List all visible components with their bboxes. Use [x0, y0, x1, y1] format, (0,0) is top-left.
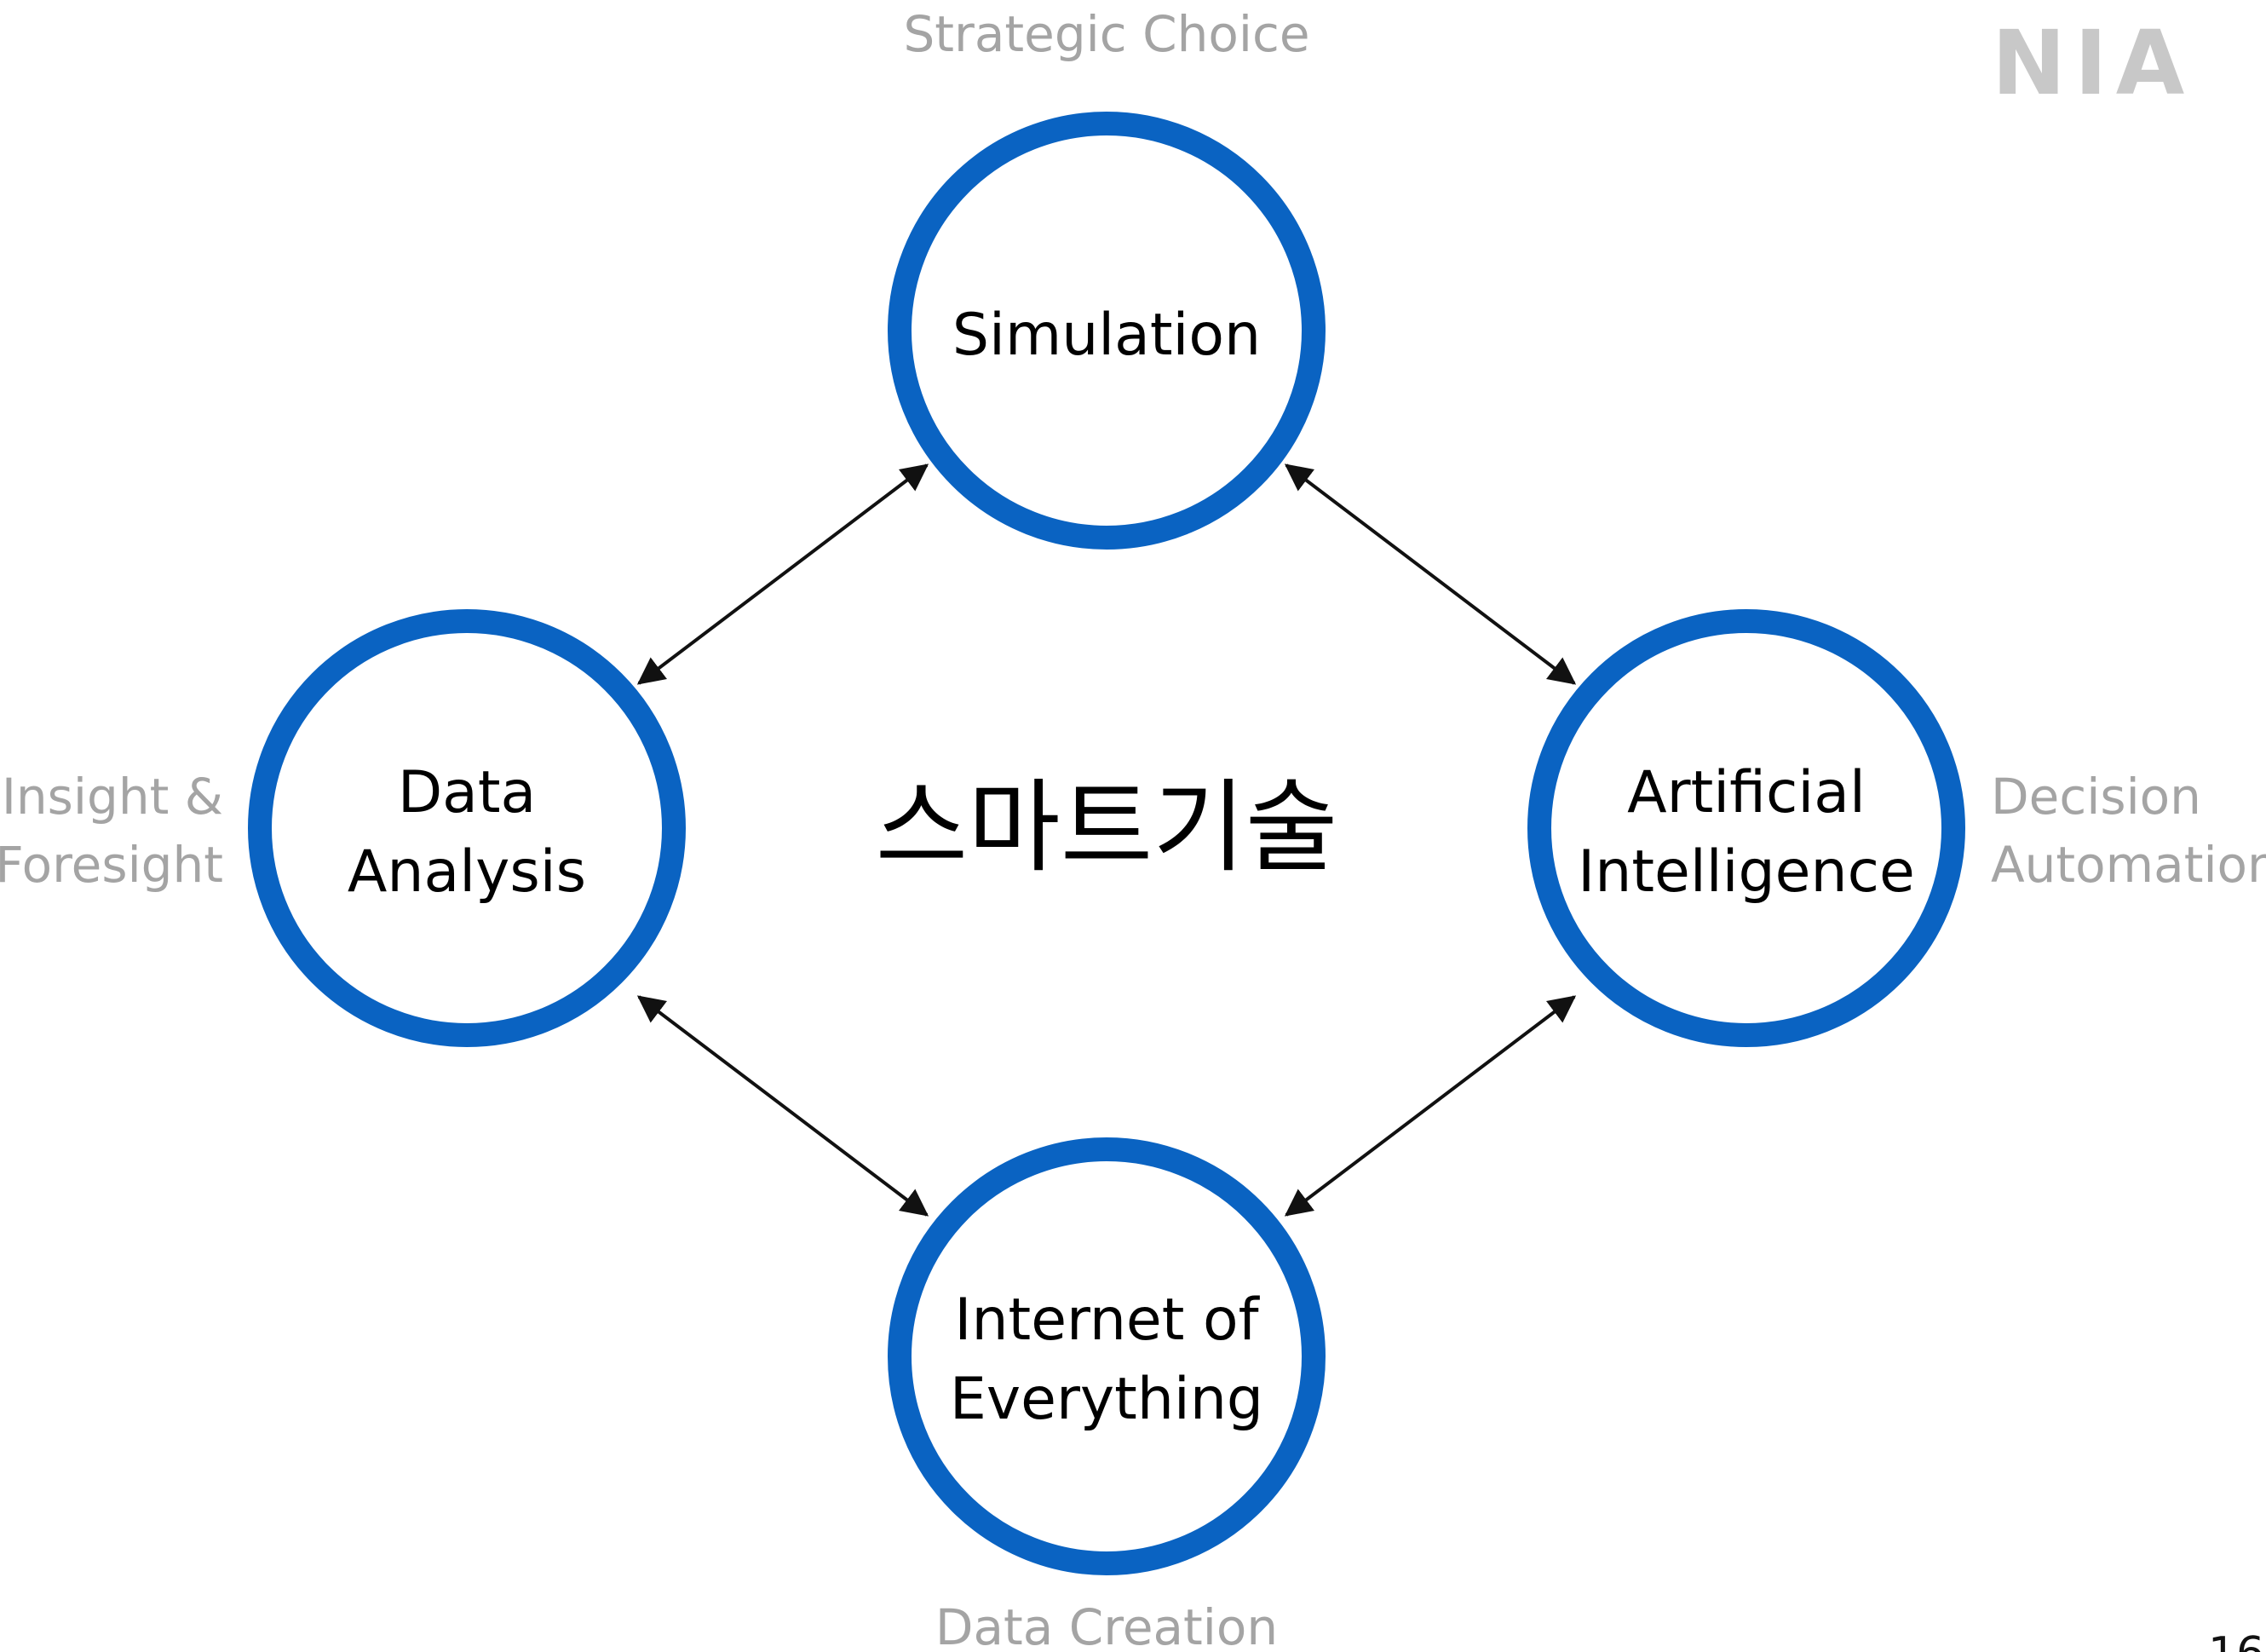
outcome-label-data-creation: Data Creation: [935, 1598, 1278, 1652]
node-ring-artificial-intelligence: [1527, 609, 1965, 1047]
node-label-artificial-intelligence-line1: Artificial: [1627, 759, 1866, 826]
node-label-internet-of-everything-line2: Everything: [950, 1366, 1263, 1433]
outcome-label-strategic-choice: Strategic Choice: [903, 5, 1309, 63]
node-label-simulation: Simulation: [952, 302, 1261, 369]
connector-data-analysis-internet-of-everything: [636, 995, 929, 1217]
page-number: 16: [2208, 1628, 2264, 1652]
node-label-data-analysis-line1: Data: [398, 759, 536, 826]
nia-logo: NIA: [1992, 11, 2193, 115]
node-artificial-intelligence: Artificial Intelligence: [1527, 609, 1965, 1047]
node-simulation: Simulation: [888, 112, 1326, 550]
node-ring-internet-of-everything: [888, 1137, 1326, 1575]
node-label-internet-of-everything-line1: Internet of: [954, 1286, 1260, 1354]
outcome-label-decision-line1: Decision: [1991, 768, 2201, 826]
logo-text: NIA: [1992, 11, 2193, 115]
node-data-analysis: Data Analysis: [248, 609, 686, 1047]
node-label-artificial-intelligence-line2: Intelligence: [1578, 838, 1915, 906]
outcome-label-insight-line2: Foresight: [0, 836, 223, 894]
connectors: [636, 463, 1577, 1217]
node-ring-data-analysis: [248, 609, 686, 1047]
outcome-label-decision-line2: Automation: [1991, 836, 2266, 894]
node-label-data-analysis-line2: Analysis: [348, 838, 586, 906]
connector-data-analysis-simulation: [636, 463, 929, 685]
connector-simulation-artificial-intelligence: [1284, 463, 1577, 685]
node-internet-of-everything: Internet of Everything: [888, 1137, 1326, 1575]
connector-artificial-intelligence-internet-of-everything: [1284, 995, 1577, 1217]
node-ring-simulation: [888, 112, 1326, 550]
center-label: 스마트기술: [876, 768, 1338, 886]
outcome-label-insight-line1: Insight &: [2, 768, 223, 826]
